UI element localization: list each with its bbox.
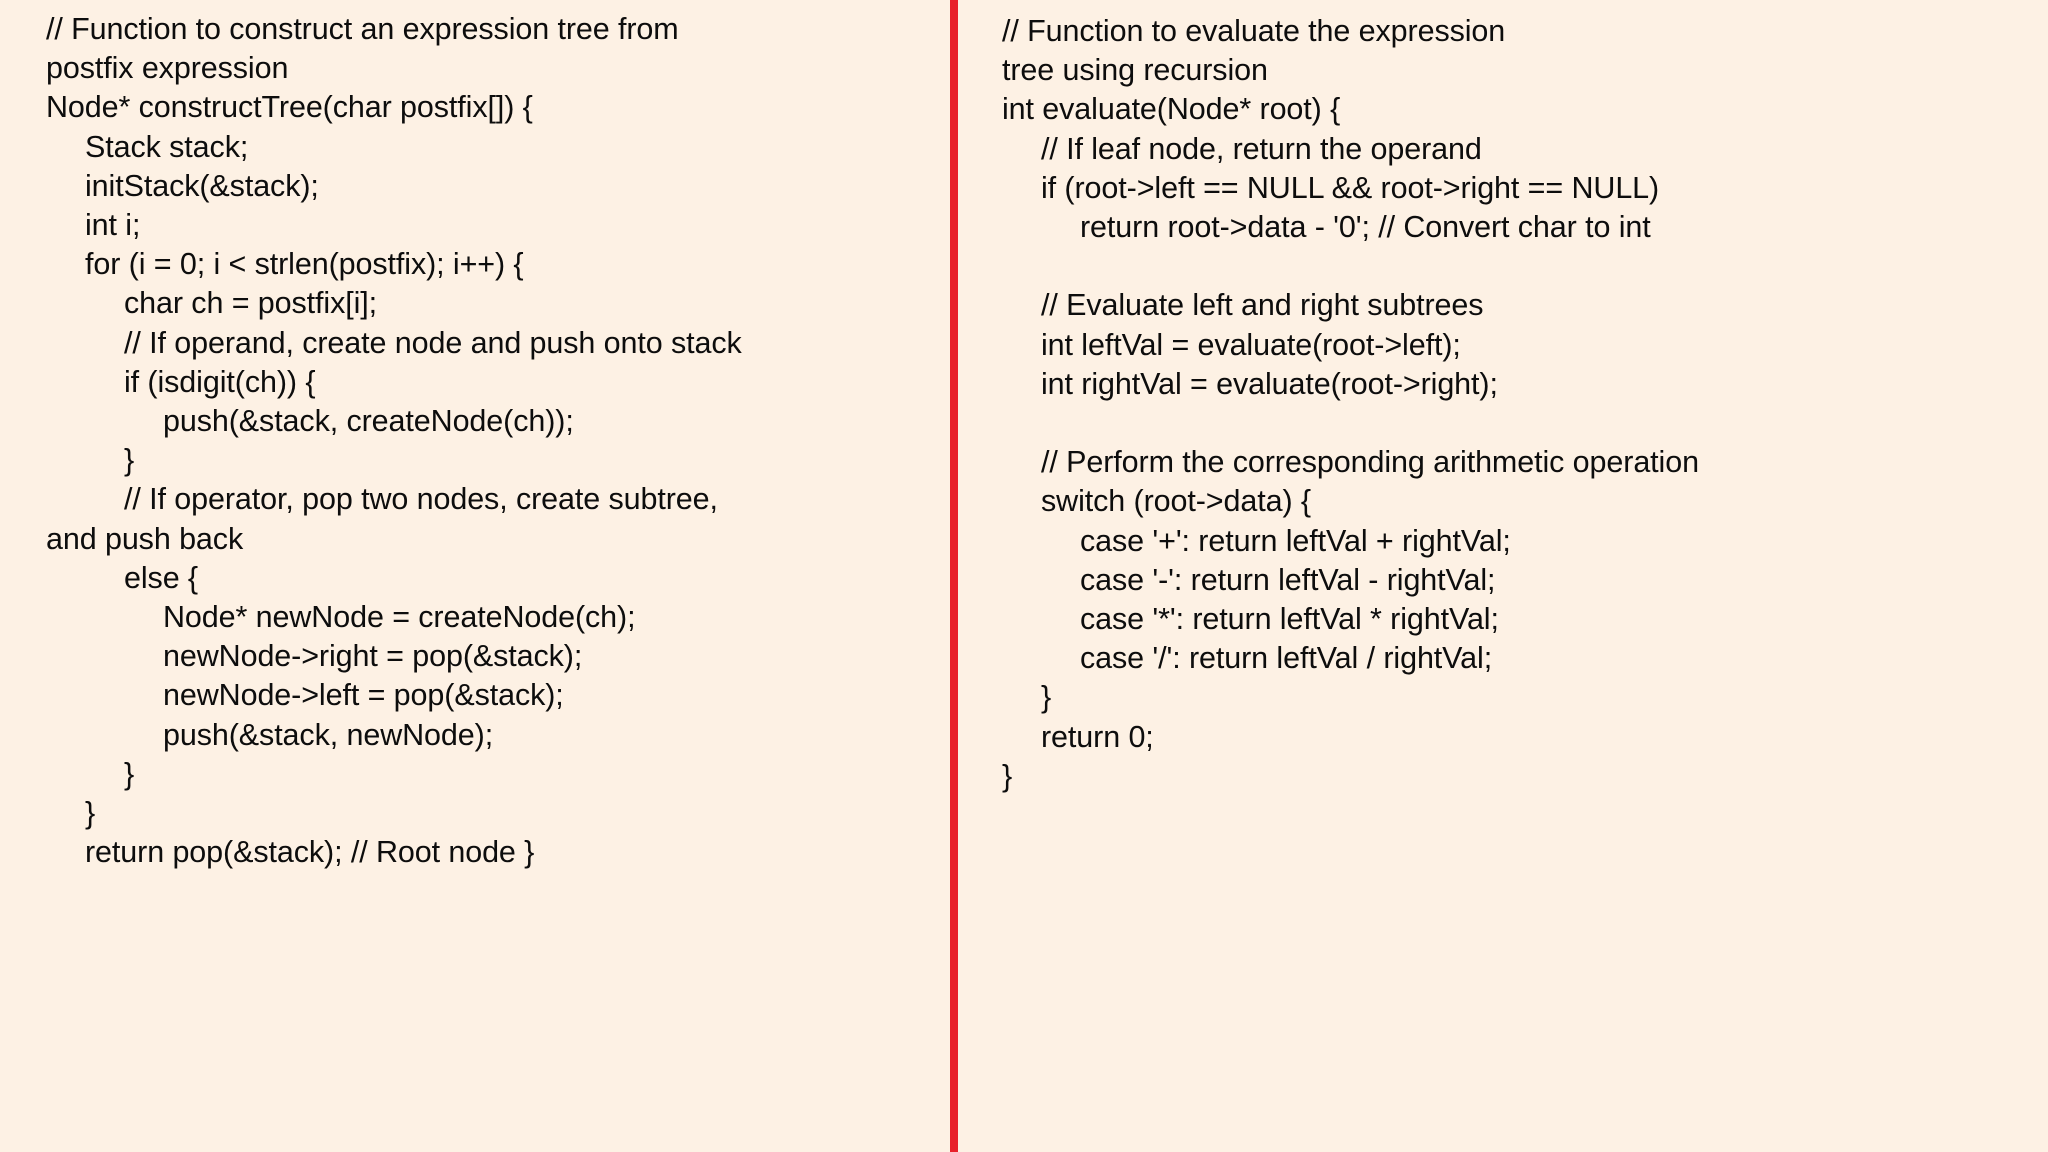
code-line: for (i = 0; i < strlen(postfix); i++) { — [85, 247, 524, 282]
code-line: Node* newNode = createNode(ch); — [163, 600, 636, 635]
code-line: case '*': return leftVal * rightVal; — [1080, 602, 1499, 637]
code-line: postfix expression — [46, 51, 289, 86]
code-line — [1002, 247, 2038, 286]
code-line: // If operator, pop two nodes, create su… — [124, 482, 718, 517]
code-line: if (root->left == NULL && root->right ==… — [1041, 170, 1660, 205]
code-line: int rightVal = evaluate(root->right); — [1041, 366, 1498, 401]
code-line: // If operand, create node and push onto… — [124, 325, 742, 360]
code-line: int evaluate(Node* root) { — [1002, 92, 1341, 127]
code-line — [1002, 404, 2038, 443]
vertical-divider — [950, 0, 958, 1152]
code-line: return root->data - '0'; // Convert char… — [1080, 210, 1651, 245]
code-line: tree using recursion — [1002, 53, 1268, 88]
code-line: char ch = postfix[i]; — [124, 286, 378, 321]
code-line: } — [124, 443, 135, 478]
code-line: initStack(&stack); — [85, 168, 319, 203]
code-line: and push back — [46, 521, 244, 556]
code-line: // Function to evaluate the expression — [1002, 14, 1506, 48]
code-line: return pop(&stack); // Root node } — [85, 835, 535, 870]
code-line: case '+': return leftVal + rightVal; — [1080, 523, 1511, 558]
code-line: } — [124, 756, 135, 791]
right-code-column: // Function to evaluate the expression tr… — [962, 0, 2048, 796]
code-line: else { — [124, 560, 199, 595]
code-line: Stack stack; — [85, 129, 249, 164]
code-line: // Evaluate left and right subtrees — [1041, 288, 1484, 323]
code-line: // Perform the corresponding arithmetic … — [1041, 445, 1699, 480]
code-line: newNode->left = pop(&stack); — [163, 678, 564, 713]
code-line: return 0; — [1041, 719, 1154, 754]
code-line: } — [85, 796, 96, 831]
code-line: push(&stack, newNode); — [163, 717, 494, 752]
left-code-column: // Function to construct an expression t… — [0, 0, 948, 872]
code-line: newNode->right = pop(&stack); — [163, 639, 583, 674]
code-line: // Function to construct an expression t… — [46, 12, 679, 46]
code-line: Node* constructTree(char postfix[]) { — [46, 90, 533, 125]
code-line: push(&stack, createNode(ch)); — [163, 404, 574, 439]
code-line: } — [1002, 758, 1013, 793]
code-line: switch (root->data) { — [1041, 484, 1311, 519]
code-line: // If leaf node, return the operand — [1041, 131, 1482, 166]
code-line: if (isdigit(ch)) { — [124, 364, 316, 399]
code-line: int leftVal = evaluate(root->left); — [1041, 327, 1461, 362]
code-line: case '-': return leftVal - rightVal; — [1080, 562, 1496, 597]
code-line: case '/': return leftVal / rightVal; — [1080, 641, 1493, 676]
code-line: } — [1041, 680, 1052, 715]
code-line: int i; — [85, 208, 141, 243]
